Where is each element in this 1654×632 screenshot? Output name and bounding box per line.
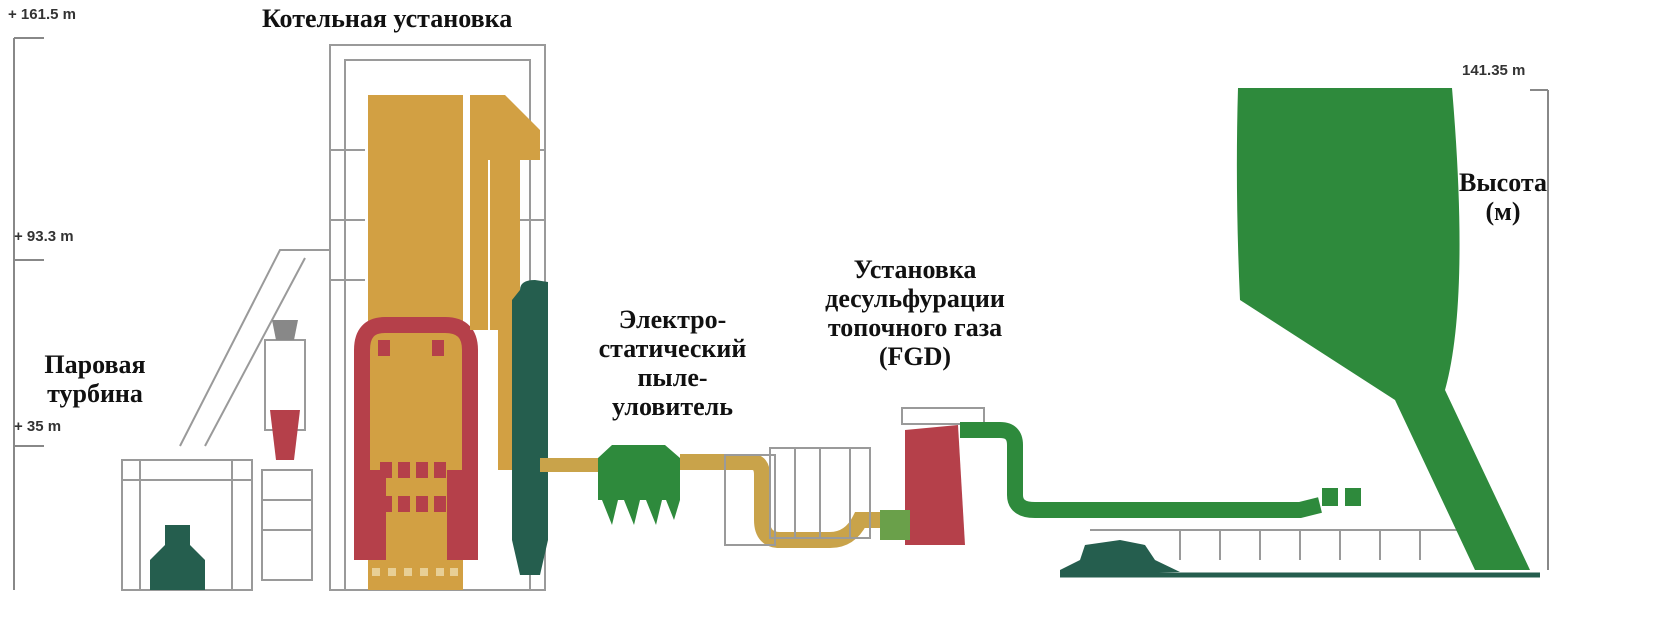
elevation-mid: + 93.3 m <box>14 228 74 245</box>
height-label-line2: (м) <box>1485 197 1521 227</box>
elevation-tower: 141.35 m <box>1462 62 1526 79</box>
tower-base <box>1090 529 1470 560</box>
pump-house <box>1060 540 1180 575</box>
turbine-hall <box>121 249 330 591</box>
turbine-label: Паровая турбина <box>20 350 170 408</box>
esp-unit <box>598 445 680 525</box>
tower-height-bracket <box>1530 89 1549 570</box>
boiler-grid <box>372 568 458 576</box>
boiler-label: Котельная установка <box>262 4 513 33</box>
turbine-label-line2: турбина <box>47 379 143 409</box>
esp-label-line2: статический <box>598 334 747 364</box>
height-label-line1: Высота <box>1459 168 1547 197</box>
fgd-label-line1: Установка <box>853 255 977 284</box>
burner-blocks <box>378 340 446 512</box>
esp-label-line3: пыле- <box>637 363 708 393</box>
steam-turbine-shape <box>150 525 205 590</box>
esp-label-line1: Электро- <box>618 305 727 334</box>
elevation-low: + 35 m <box>14 418 62 435</box>
flue-duct-esp <box>540 458 600 472</box>
turbine-label-line1: Паровая <box>44 350 146 379</box>
height-label: Высота (м) <box>1448 168 1558 226</box>
esp-label: Электро- статический пыле- уловитель <box>585 305 760 421</box>
fgd-unit <box>880 407 1322 545</box>
mill-column <box>261 320 313 581</box>
elevation-top: + 161.5 m <box>8 6 76 23</box>
fgd-label: Установка десульфурации топочного газа (… <box>805 255 1025 371</box>
air-heater <box>512 280 548 575</box>
flue-duct-fgd <box>680 447 890 548</box>
esp-label-line4: уловитель <box>612 392 733 422</box>
elevation-scale <box>13 37 44 590</box>
vent-boxes <box>1322 488 1361 506</box>
fgd-label-line4: (FGD) <box>878 342 952 372</box>
cooling-tower <box>1236 88 1530 570</box>
burner-pipes <box>354 317 478 560</box>
fgd-label-line2: десульфурации <box>825 284 1005 314</box>
fgd-label-line3: топочного газа <box>827 313 1003 343</box>
